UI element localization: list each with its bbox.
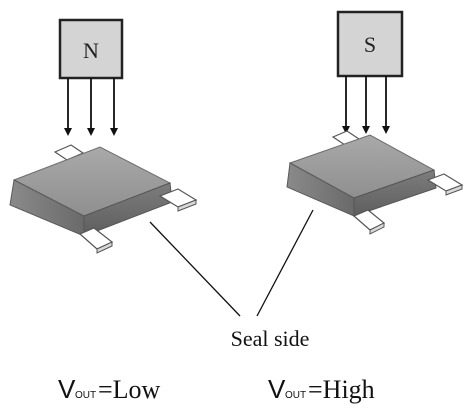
left-output-label: V OUT =Low (58, 374, 161, 404)
left-magnet: N (58, 18, 124, 80)
right-package-front (353, 169, 437, 217)
left-package-lead-edge (177, 199, 197, 212)
right-output-value: =High (308, 375, 375, 404)
left-sensor-package (9, 144, 198, 254)
left-magnet-pole-label: N (83, 38, 99, 63)
left-field-arrows (64, 78, 118, 136)
right-sensor-package (286, 130, 464, 235)
right-magnet-face (336, 10, 404, 78)
right-magnet-pole-label: S (364, 32, 376, 57)
right-output-subscript: OUT (285, 390, 306, 401)
right-field-arrows (342, 76, 390, 134)
right-package-lead-edge (369, 222, 385, 235)
right-package-lead-edge (445, 184, 463, 196)
left-output-value: =Low (98, 375, 161, 404)
seal-side-label: Seal side (231, 326, 310, 351)
left-output-subscript: OUT (75, 390, 96, 401)
right-output-symbol: V (268, 374, 286, 404)
seal-side-callout (149, 209, 314, 317)
seal-side-leader-right (256, 209, 314, 317)
right-magnet: S (336, 10, 404, 78)
seal-side-leader-left (149, 221, 241, 317)
left-output-symbol: V (58, 374, 76, 404)
right-output-label: V OUT =High (268, 374, 375, 404)
left-package-lead-edge (96, 241, 113, 254)
